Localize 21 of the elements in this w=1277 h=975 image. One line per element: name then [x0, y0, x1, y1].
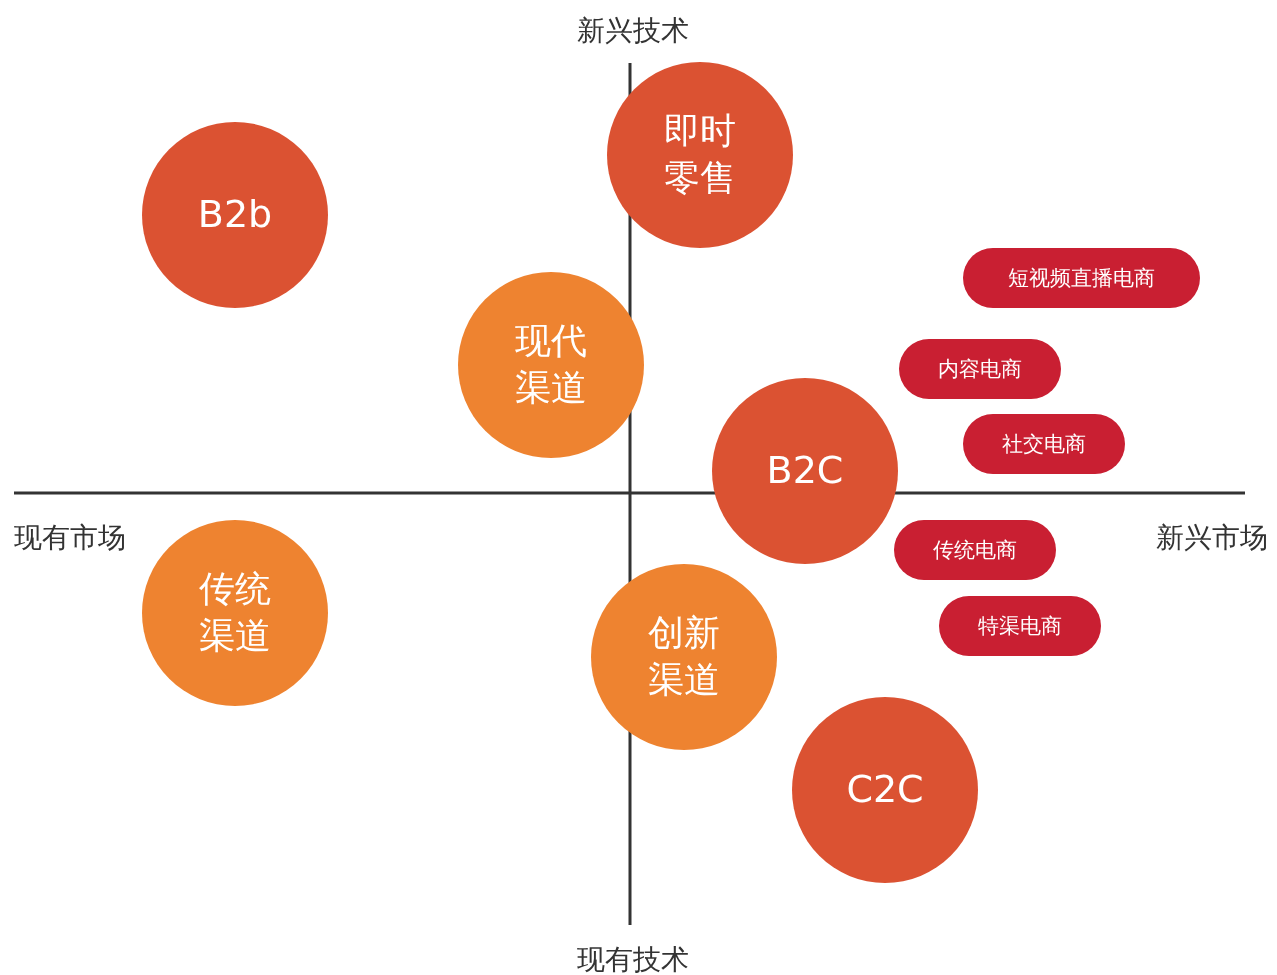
- axis-label: 新兴技术: [577, 13, 689, 49]
- circle-label: 现代渠道: [514, 319, 588, 410]
- category-pill: [939, 596, 1101, 656]
- category-pill: [963, 414, 1125, 474]
- circle-label: B2C: [766, 447, 844, 495]
- pill-label: 短视频直播电商: [1008, 265, 1155, 292]
- category-pill: [963, 248, 1200, 308]
- circle-label: 传统渠道: [198, 567, 272, 658]
- pill-label: 特渠电商: [978, 613, 1062, 640]
- circle-label: C2C: [846, 766, 924, 814]
- pill-label: 传统电商: [933, 537, 1017, 564]
- pill-label: 内容电商: [938, 356, 1022, 383]
- axis-label: 新兴市场: [1156, 520, 1268, 556]
- circle-label: 即时零售: [663, 109, 737, 200]
- axis-label: 现有市场: [14, 520, 126, 556]
- category-pill: [899, 339, 1061, 399]
- axis-label: 现有技术: [577, 942, 689, 975]
- pill-label: 社交电商: [1002, 431, 1086, 458]
- category-pill: [894, 520, 1056, 580]
- circle-label: 创新渠道: [647, 611, 721, 702]
- circle-label: B2b: [197, 191, 273, 239]
